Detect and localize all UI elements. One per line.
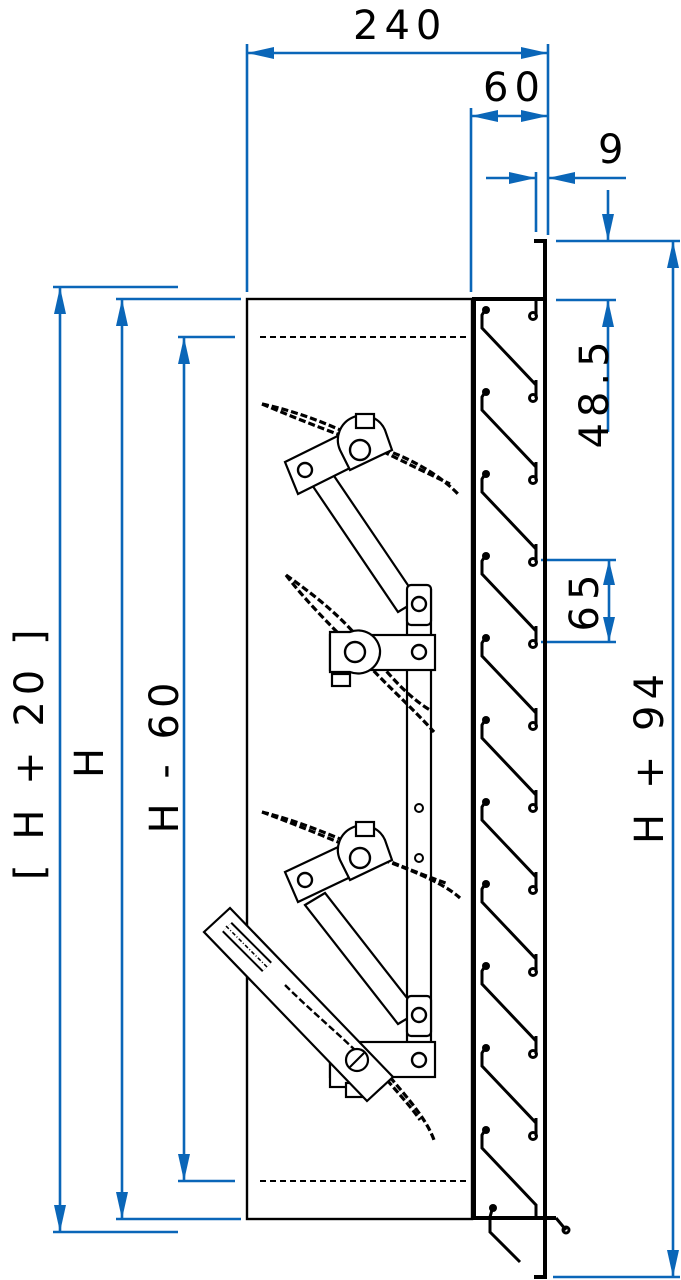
grille-blade [480, 1047, 538, 1136]
dim-240-label: 240 [353, 3, 448, 49]
grille-blade [480, 391, 538, 480]
dim-9-label: 9 [598, 127, 630, 173]
dim-65-label: 65 [562, 568, 608, 632]
crank-3 [261, 810, 462, 904]
dim-h-plus-20-label: [ H + 20 ] [7, 623, 53, 880]
grille-blade [480, 801, 538, 890]
grille-blade [480, 473, 538, 562]
grille-blade [480, 555, 538, 644]
grille-blades [480, 298, 538, 1264]
dim-60-label: 60 [483, 65, 546, 111]
grille-blade [480, 309, 538, 398]
dim-h-label: H [67, 741, 113, 779]
linkage-mechanism [202, 402, 462, 1141]
grille-blade [480, 637, 538, 726]
crank-2 [284, 573, 437, 734]
grille-blade [480, 1129, 538, 1218]
grille-blade [480, 883, 538, 972]
dim-h-plus-94-label: H + 94 [627, 668, 673, 844]
actuator-handle[interactable] [202, 906, 395, 1103]
grille-blade [480, 965, 538, 1054]
dim-h-minus-60-label: H - 60 [142, 676, 188, 834]
dimension-lines [53, 44, 680, 1279]
grille-blade [480, 719, 538, 808]
crank-1 [261, 402, 460, 496]
grille-frame [472, 239, 571, 1279]
dim-48-5-label: 48.5 [572, 335, 618, 449]
